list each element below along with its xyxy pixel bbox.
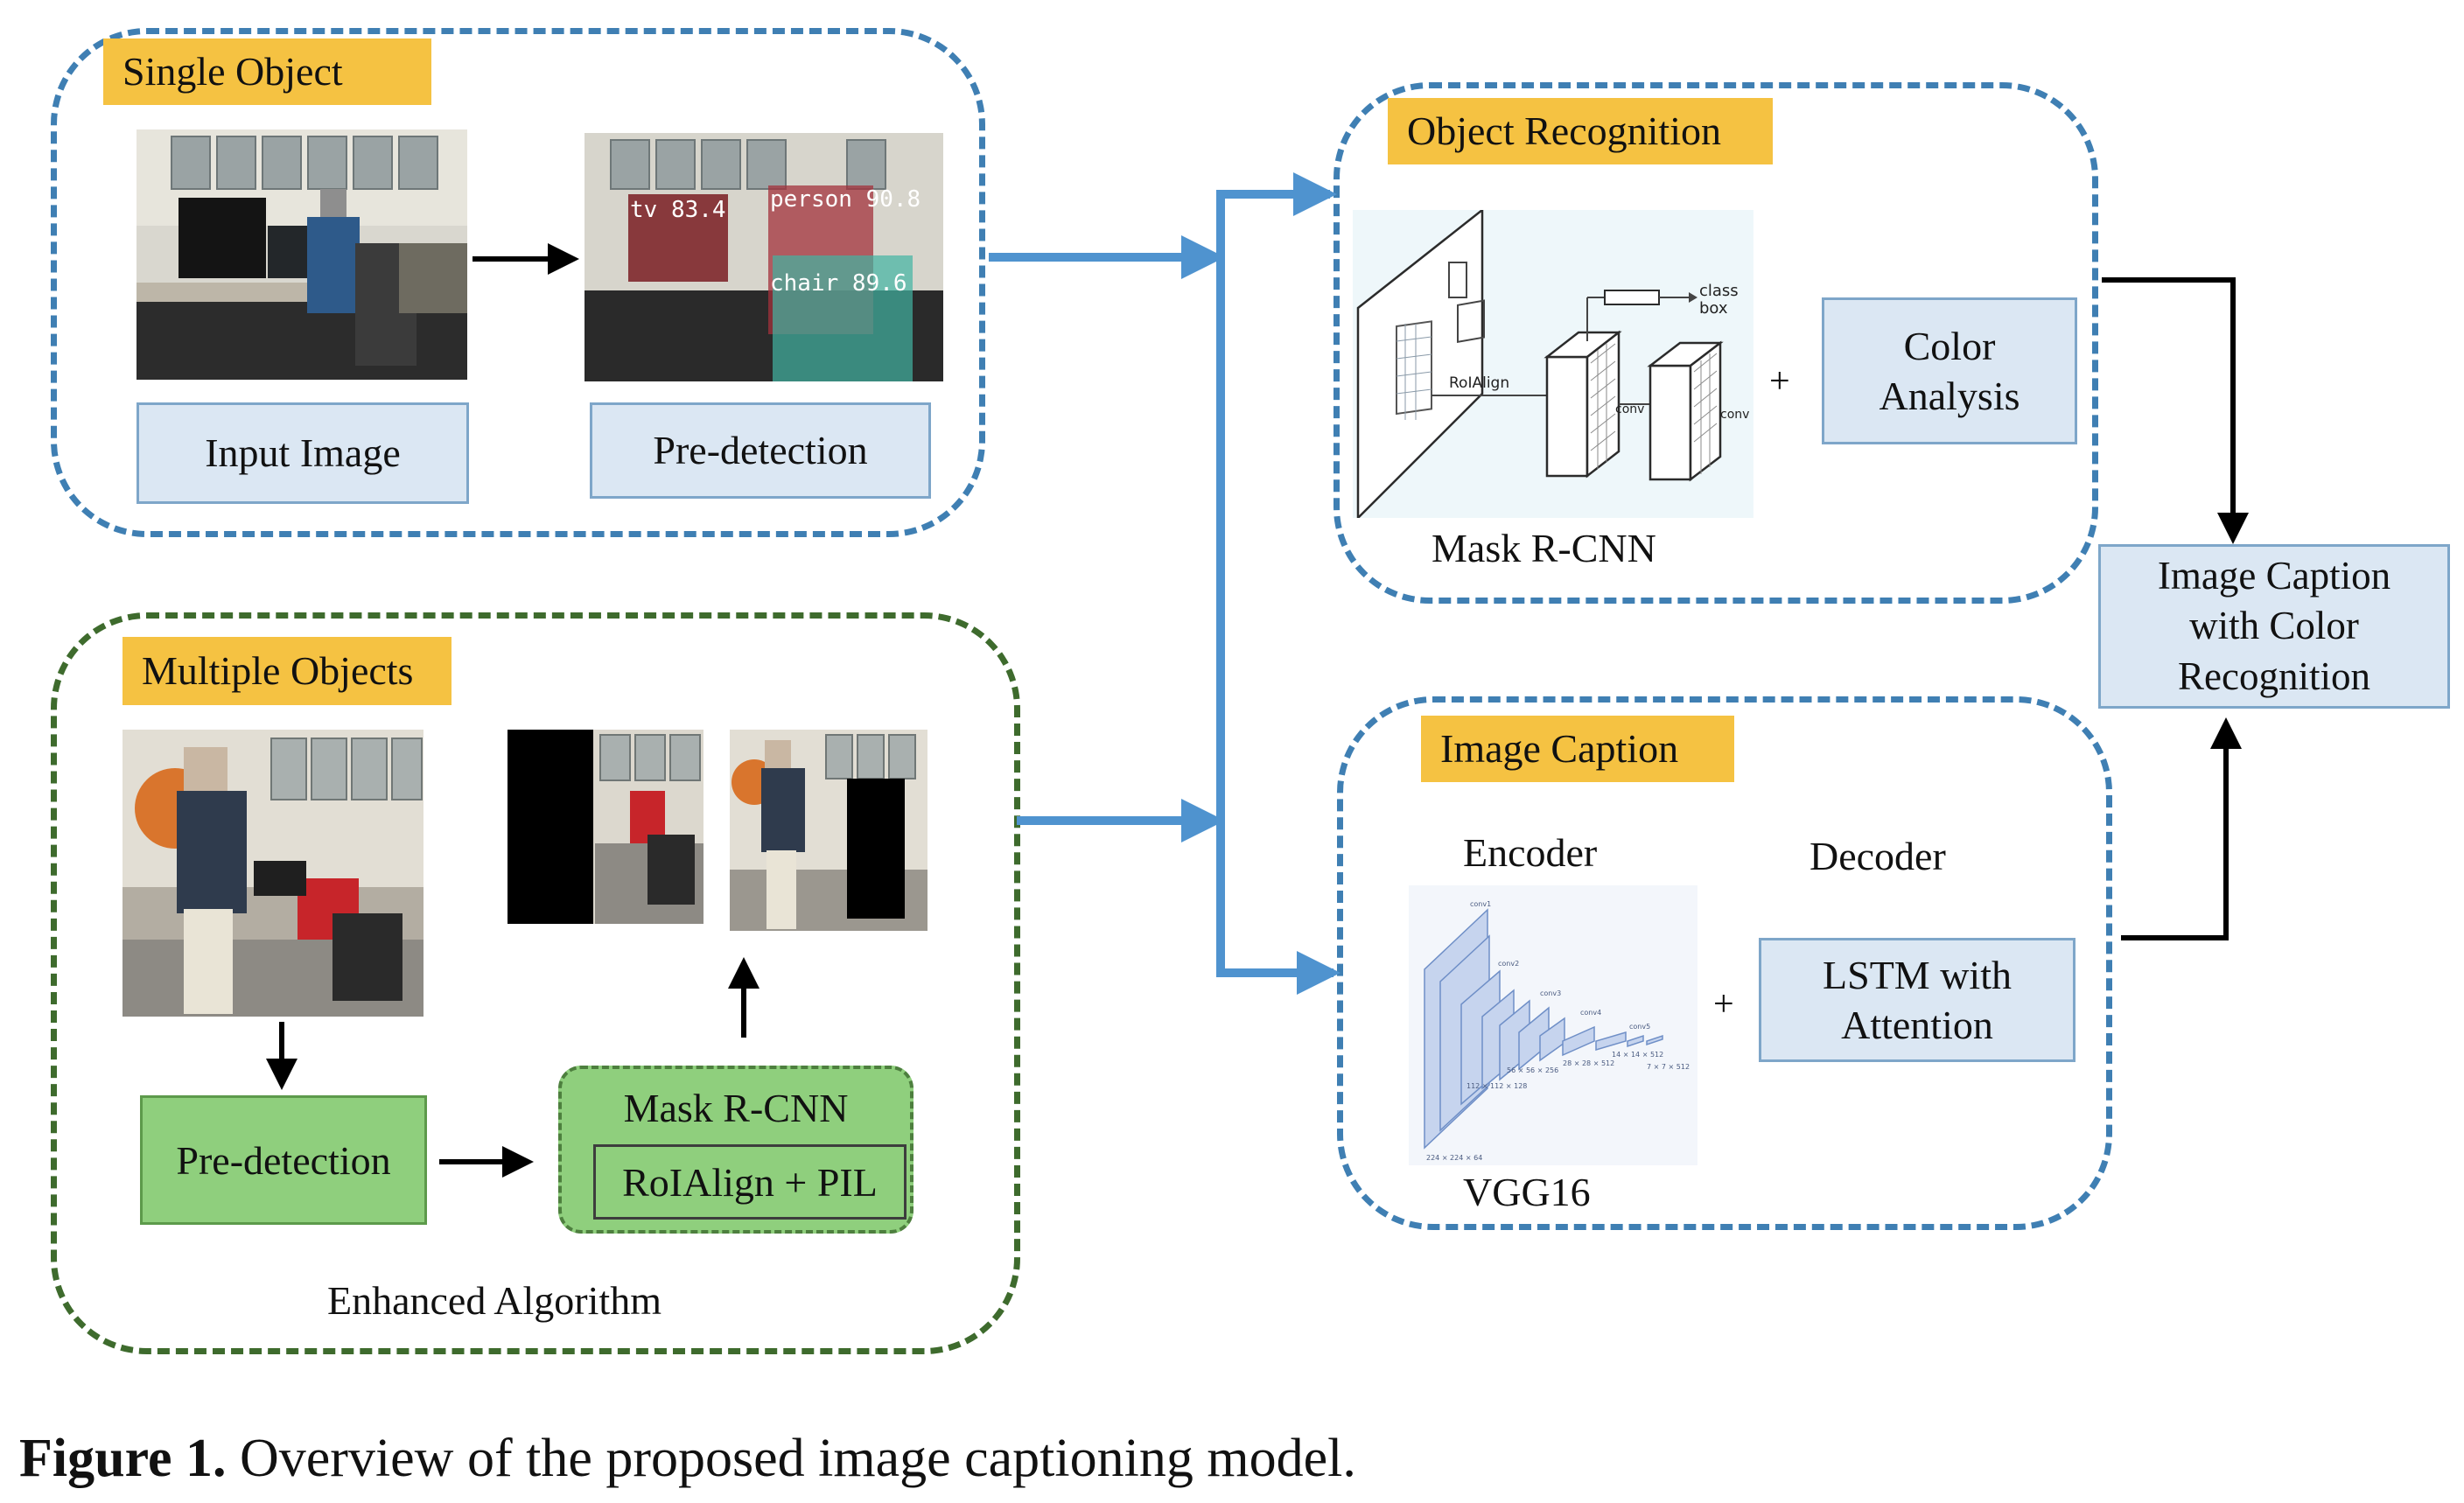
single-object-tag: Single Object — [103, 38, 431, 105]
single-object-group — [51, 28, 985, 537]
svg-text:14 × 14 × 512: 14 × 14 × 512 — [1612, 1051, 1663, 1059]
diagram-class-text: class — [1699, 282, 1739, 300]
vgg16-diagram: conv1 conv2 conv3 conv4 conv5 224 × 224 × … — [1409, 885, 1698, 1165]
detection-label-person: person 90.8 — [770, 186, 920, 213]
svg-text:28 × 28 × 512: 28 × 28 × 512 — [1563, 1059, 1614, 1067]
vgg16-label: VGG16 — [1463, 1170, 1591, 1214]
multiple-objects-tag: Multiple Objects — [122, 637, 452, 705]
color-analysis-line1: Color — [1903, 323, 1996, 368]
svg-text:conv3: conv3 — [1540, 989, 1561, 997]
diagram-conv1-text: conv — [1615, 402, 1644, 416]
diagram-box-text: box — [1699, 299, 1728, 318]
diagram-conv2-text: conv — [1720, 408, 1749, 422]
mask-rcnn-label: Mask R-CNN — [623, 1086, 849, 1130]
svg-text:conv1: conv1 — [1470, 900, 1491, 908]
svg-text:112 × 112 × 128: 112 × 112 × 128 — [1466, 1082, 1527, 1090]
output-line2: with Color — [2189, 604, 2359, 648]
mask-rcnn-diagram: RoIAlign conv conv class box — [1353, 210, 1754, 518]
output-box: Image Caption with Color Recognition — [2098, 544, 2450, 709]
lstm-line1: LSTM with — [1823, 952, 2012, 997]
figure-caption-text: Overview of the proposed image captionin… — [226, 1429, 1356, 1488]
masked-object-photo-2 — [730, 730, 928, 931]
enhanced-algorithm-label: Enhanced Algorithm — [327, 1278, 662, 1323]
output-line1: Image Caption — [2157, 553, 2391, 598]
input-image-photo — [136, 129, 467, 380]
pre-detection-box: Pre-detection — [590, 402, 931, 499]
detection-label-tv: tv 83.4 — [630, 197, 726, 223]
detection-label-chair: chair 89.6 — [770, 270, 907, 297]
caption-to-output-arrow — [2121, 717, 2242, 940]
image-caption-plus: + — [1713, 984, 1734, 1024]
object-recognition-group — [1334, 82, 2098, 604]
input-image-box: Input Image — [136, 402, 469, 504]
figure-caption: Figure 1. Overview of the proposed image… — [19, 1428, 1356, 1490]
output-line3: Recognition — [2178, 654, 2370, 698]
diagram-roialign-text: RoIAlign — [1449, 374, 1509, 392]
mask-rcnn-enhanced-box — [558, 1066, 914, 1234]
svg-text:224 × 224 × 64: 224 × 224 × 64 — [1426, 1154, 1482, 1162]
svg-text:conv2: conv2 — [1498, 960, 1519, 968]
svg-text:7 × 7 × 512: 7 × 7 × 512 — [1647, 1063, 1690, 1071]
image-caption-tag: Image Caption — [1421, 716, 1734, 782]
mask-rcnn-caption: Mask R-CNN — [1432, 526, 1656, 570]
multi-pre-detection-box: Pre-detection — [140, 1095, 427, 1225]
svg-text:conv5: conv5 — [1629, 1023, 1650, 1031]
svg-text:conv4: conv4 — [1580, 1009, 1601, 1017]
object-recognition-tag: Object Recognition — [1388, 98, 1773, 164]
object-recognition-plus: + — [1769, 361, 1790, 402]
recognition-to-output-arrow — [2102, 277, 2249, 544]
svg-text:56 × 56 × 256: 56 × 56 × 256 — [1507, 1066, 1558, 1074]
color-analysis-box: Color Analysis — [1822, 297, 2077, 444]
pre-detection-photo: tv 83.4 person 90.8 chair 89.6 — [584, 133, 943, 381]
color-analysis-line2: Analysis — [1879, 374, 2020, 418]
encoder-label: Encoder — [1463, 830, 1598, 875]
multiple-objects-input-photo — [122, 730, 424, 1017]
figure-caption-prefix: Figure 1. — [19, 1429, 227, 1488]
roialign-pil-box: RoIAlign + PIL — [593, 1144, 906, 1220]
masked-object-photo-1 — [508, 730, 704, 924]
decoder-label: Decoder — [1810, 834, 1946, 878]
lstm-attention-box: LSTM with Attention — [1759, 938, 2076, 1062]
multiple-objects-group — [51, 612, 1020, 1354]
blue-connectors — [989, 172, 1341, 995]
lstm-line2: Attention — [1841, 1003, 1993, 1047]
